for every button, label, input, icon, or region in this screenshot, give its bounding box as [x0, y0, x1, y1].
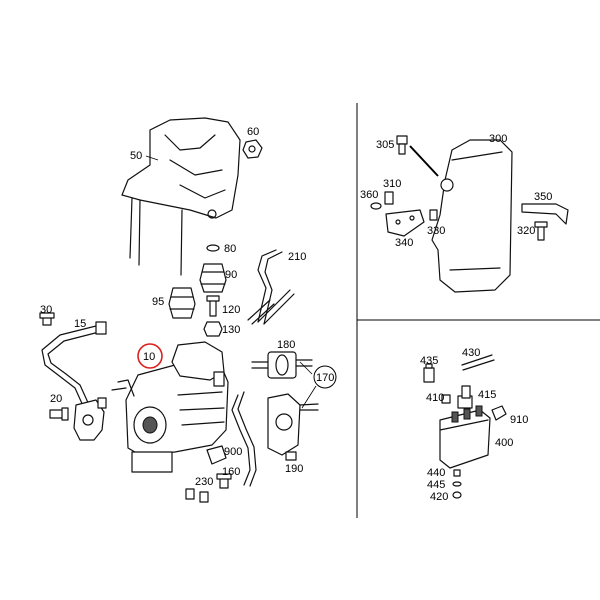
- part-nut-420[interactable]: [452, 491, 462, 499]
- callout-320[interactable]: 320: [517, 225, 535, 237]
- callout-15[interactable]: 15: [74, 318, 86, 330]
- callout-440[interactable]: 440: [427, 467, 445, 479]
- callout-190[interactable]: 190: [285, 463, 303, 475]
- part-bolt-440[interactable]: [453, 469, 461, 477]
- part-washer-80[interactable]: [206, 244, 220, 252]
- part-bolt-160[interactable]: [216, 473, 232, 489]
- part-bolt-330[interactable]: [429, 209, 438, 221]
- part-bracket-50[interactable]: [121, 117, 241, 276]
- callout-350[interactable]: 350: [534, 191, 552, 203]
- part-nut-60[interactable]: [242, 139, 263, 159]
- part-pipe-210[interactable]: [247, 249, 295, 325]
- part-bolt-120[interactable]: [206, 295, 220, 317]
- callout-95[interactable]: 95: [152, 296, 164, 308]
- part-fitting-305[interactable]: [396, 135, 408, 155]
- callout-360[interactable]: 360: [360, 189, 378, 201]
- callout-170[interactable]: 170: [316, 372, 334, 384]
- part-reservoir-300[interactable]: [431, 139, 513, 293]
- callout-435[interactable]: 435: [420, 355, 438, 367]
- callout-445[interactable]: 445: [427, 479, 445, 491]
- part-bolt-310[interactable]: [384, 191, 394, 205]
- leader-170b: [301, 385, 317, 409]
- part-dryer-190[interactable]: [267, 393, 301, 461]
- leader-50: [145, 155, 159, 161]
- part-fitting-20[interactable]: [49, 407, 69, 421]
- callout-410[interactable]: 410: [426, 392, 444, 404]
- part-nut-130[interactable]: [203, 321, 223, 337]
- part-mount-90[interactable]: [199, 263, 227, 293]
- callout-900[interactable]: 900: [224, 446, 242, 458]
- part-clip-900[interactable]: [206, 445, 227, 465]
- part-hose-dryer[interactable]: [231, 391, 319, 487]
- part-fitting-415[interactable]: [461, 385, 471, 399]
- callout-180[interactable]: 180: [277, 339, 295, 351]
- part-bolts-230[interactable]: [185, 488, 209, 503]
- part-filter-180[interactable]: [251, 351, 313, 379]
- callout-300[interactable]: 300: [489, 133, 507, 145]
- part-valve-block[interactable]: [73, 397, 107, 441]
- part-bolt-320[interactable]: [534, 221, 548, 241]
- callout-60[interactable]: 60: [247, 126, 259, 138]
- callout-310[interactable]: 310: [383, 178, 401, 190]
- callout-340[interactable]: 340: [395, 237, 413, 249]
- callout-50[interactable]: 50: [130, 150, 142, 162]
- part-valve-block-400[interactable]: [439, 395, 491, 469]
- callout-210[interactable]: 210: [288, 251, 306, 263]
- callout-120[interactable]: 120: [222, 304, 240, 316]
- part-compressor-10[interactable]: [111, 341, 229, 473]
- part-bracket-340[interactable]: [385, 209, 425, 237]
- leader-170a: [299, 361, 313, 375]
- part-mount-95[interactable]: [168, 287, 196, 319]
- callout-400[interactable]: 400: [495, 437, 513, 449]
- callout-305[interactable]: 305: [376, 139, 394, 151]
- part-washer-445[interactable]: [452, 481, 462, 487]
- callout-10[interactable]: 10: [143, 351, 155, 363]
- part-hose-430[interactable]: [461, 354, 495, 371]
- callout-415[interactable]: 415: [478, 389, 496, 401]
- callout-10-highlight-ring: [137, 343, 163, 369]
- callout-30[interactable]: 30: [40, 304, 52, 316]
- callout-230[interactable]: 230: [195, 476, 213, 488]
- part-fitting-410[interactable]: [441, 394, 451, 404]
- callout-90[interactable]: 90: [225, 269, 237, 281]
- callout-170-ring: [313, 365, 337, 389]
- callout-160[interactable]: 160: [222, 466, 240, 478]
- part-clip-910[interactable]: [491, 405, 507, 421]
- callout-80[interactable]: 80: [224, 243, 236, 255]
- callout-20[interactable]: 20: [50, 393, 62, 405]
- arrow-305-to-300: [409, 145, 439, 177]
- callout-910[interactable]: 910: [510, 414, 528, 426]
- part-fitting-435[interactable]: [423, 363, 435, 383]
- callout-130[interactable]: 130: [222, 324, 240, 336]
- callout-430[interactable]: 430: [462, 347, 480, 359]
- part-bolt-30[interactable]: [39, 312, 55, 326]
- callout-330[interactable]: 330: [427, 225, 445, 237]
- part-bracket-350[interactable]: [521, 203, 569, 225]
- part-washer-360[interactable]: [370, 202, 382, 210]
- callout-420[interactable]: 420: [430, 491, 448, 503]
